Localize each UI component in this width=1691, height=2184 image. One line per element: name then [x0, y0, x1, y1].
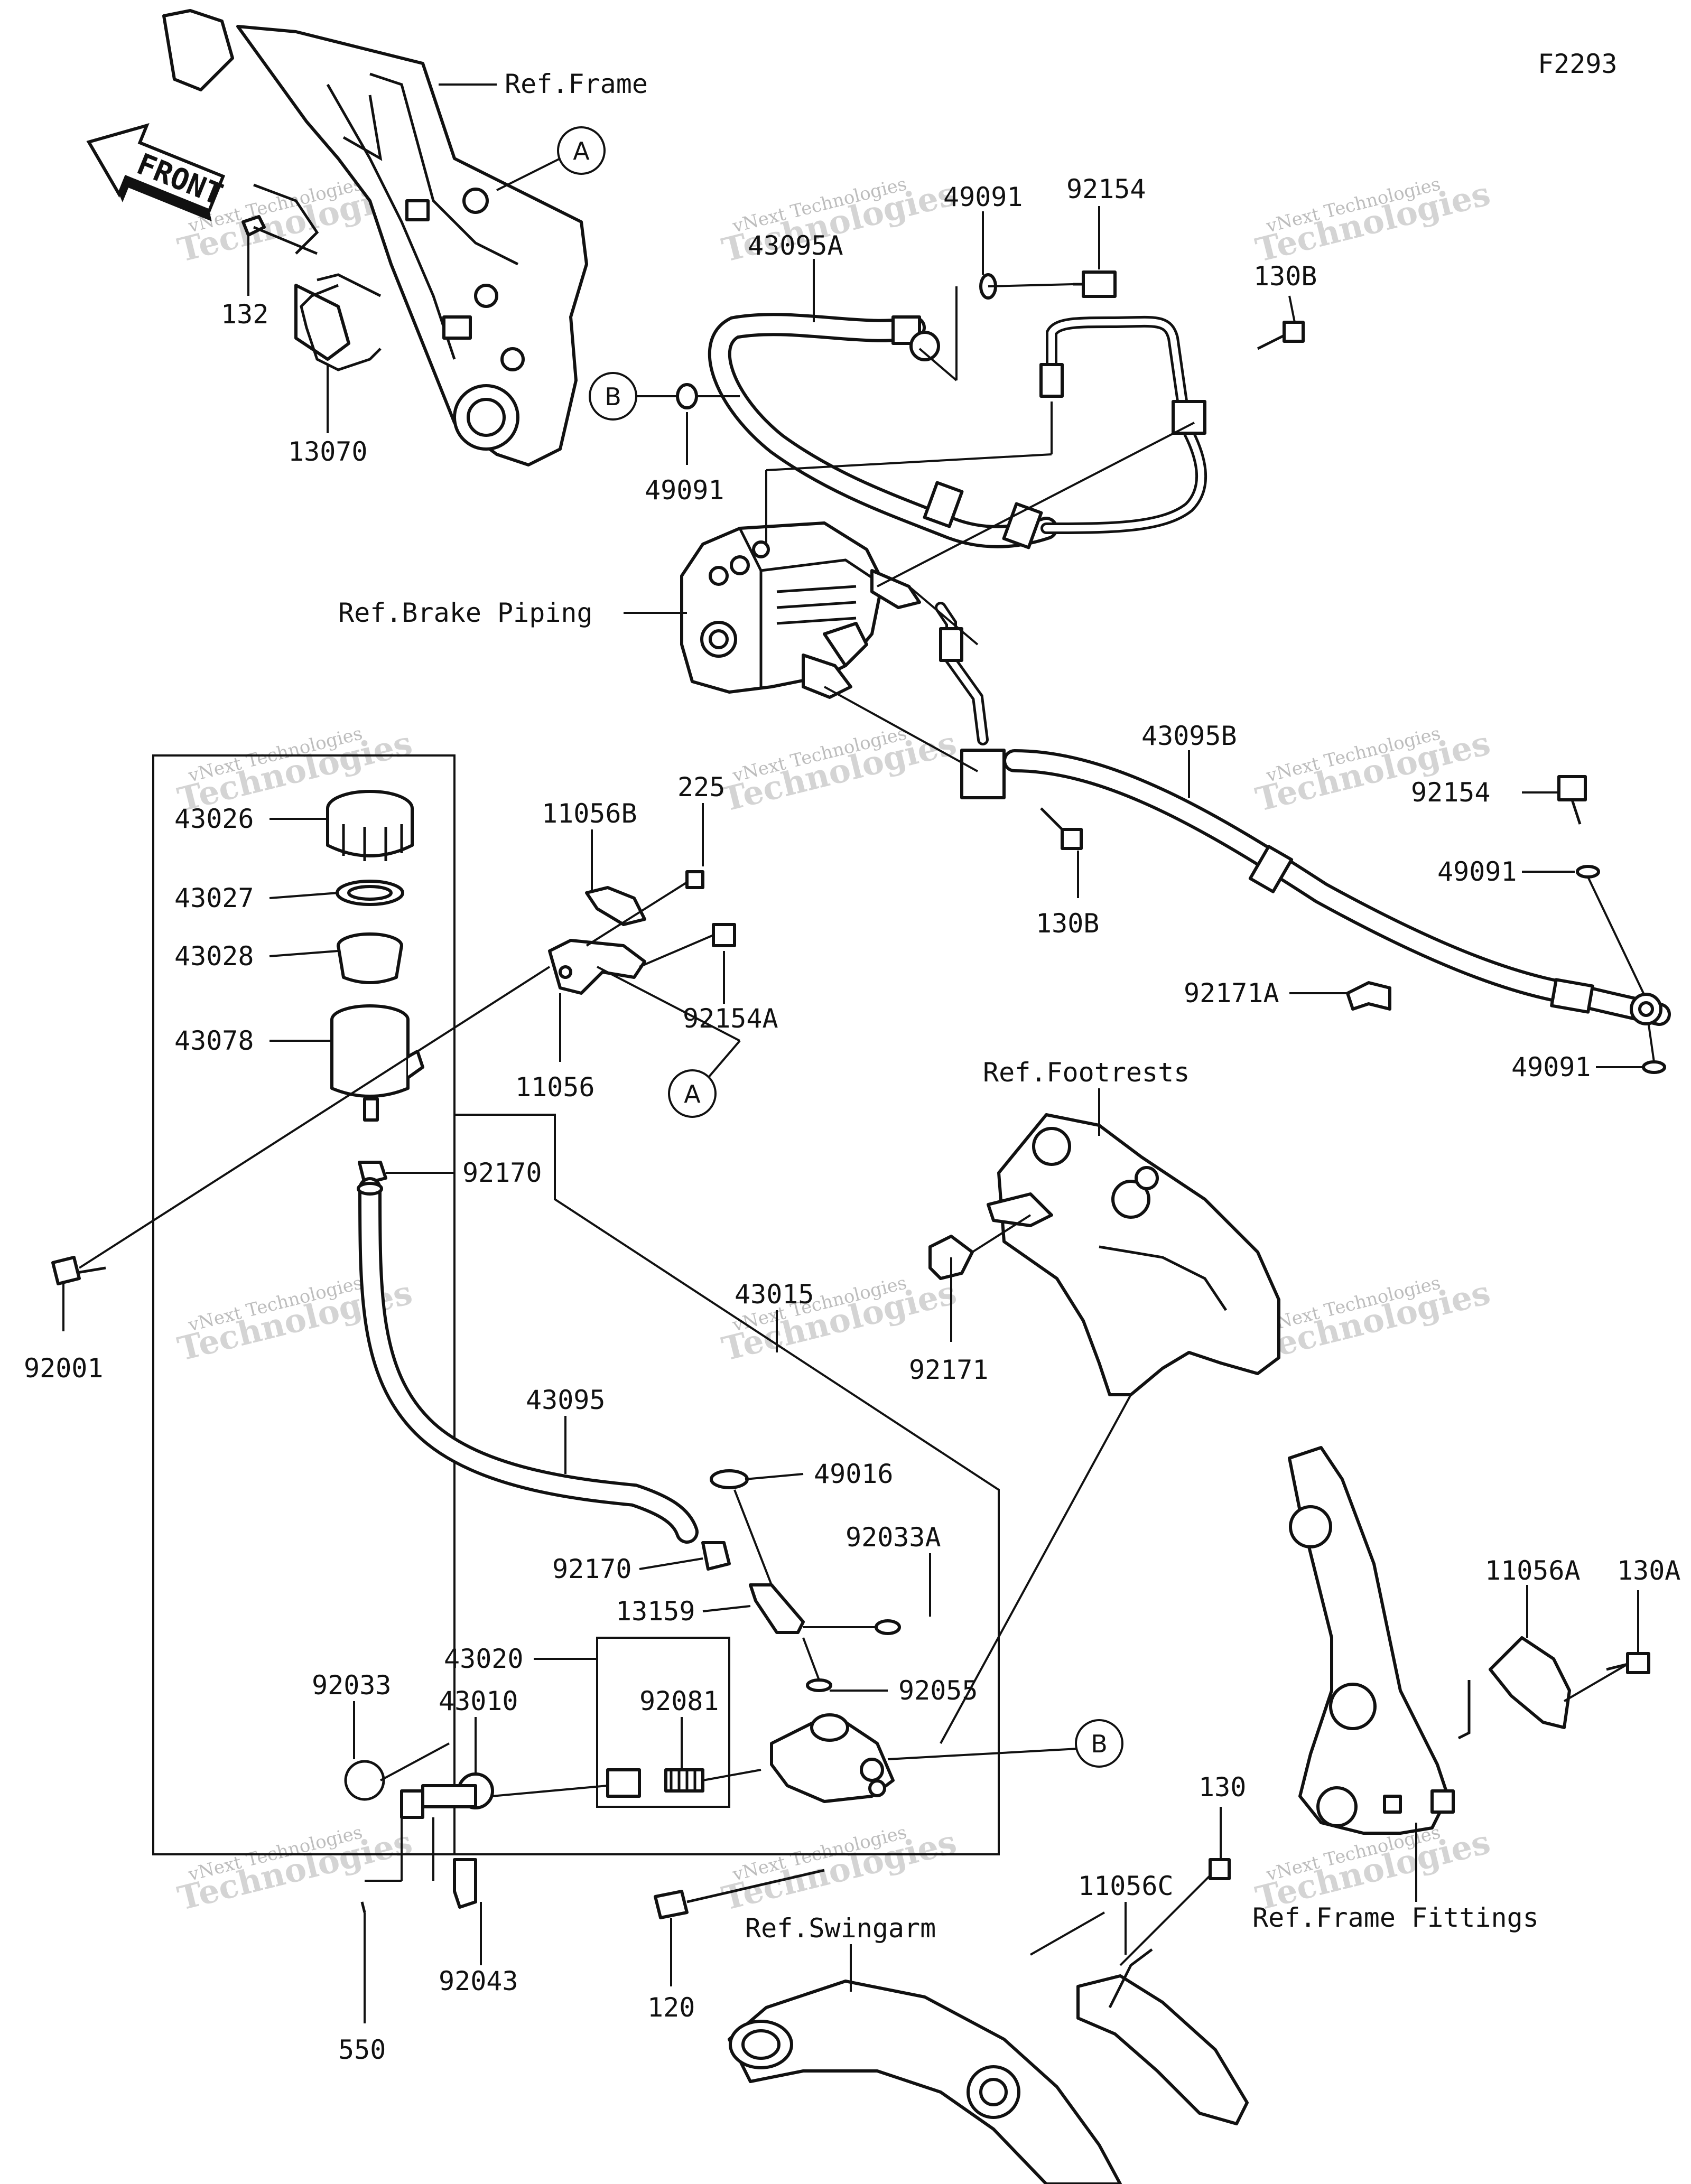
frame-fittings-illustration — [1288, 1446, 1571, 1835]
part-label-92154A: 92154A — [683, 1003, 778, 1034]
part-label-92154: 92154 — [1066, 174, 1146, 204]
part-label-130A: 130A — [1617, 1555, 1680, 1586]
watermark: vNext Technologies Technologies — [174, 1822, 416, 1918]
part-label-43020: 43020 — [444, 1644, 524, 1674]
part-label-132: 132 — [221, 299, 268, 330]
part-label-49091: 49091 — [1437, 856, 1517, 887]
part-label-49091: 49091 — [1511, 1052, 1591, 1082]
svg-text:B: B — [1091, 1730, 1108, 1758]
hose-43095B — [1003, 749, 1671, 1026]
part-label-43095A: 43095A — [748, 230, 843, 261]
part-label-43010: 43010 — [439, 1686, 518, 1716]
bolt-130B-lower — [1040, 807, 1083, 850]
bolt-132 — [241, 215, 318, 255]
figure-code: F2293 — [1538, 49, 1618, 79]
part-label-92171A: 92171A — [1184, 978, 1279, 1009]
part-label-43028: 43028 — [174, 941, 254, 972]
callout-b-lower: B — [1075, 1719, 1123, 1768]
part-label-92170: 92170 — [462, 1158, 542, 1188]
part-label-550: 550 — [338, 2034, 386, 2065]
assembly-box-reservoir — [152, 754, 456, 1855]
leader-lines — [62, 83, 1655, 2023]
part-label-43095B: 43095B — [1141, 721, 1237, 751]
watermark: vNext Technologies Technologies — [718, 1822, 960, 1918]
abs-unit — [680, 521, 921, 699]
callout-a-top: A — [557, 126, 606, 175]
washer-49091-right — [1576, 865, 1666, 1074]
bolt-225 — [685, 870, 704, 889]
part-label-43026: 43026 — [174, 804, 254, 834]
part-label-13070: 13070 — [288, 436, 368, 467]
svg-text:B: B — [605, 382, 621, 411]
clip-92171A — [1346, 981, 1391, 1011]
part-label-43027: 43027 — [174, 883, 254, 913]
part-label-11056: 11056 — [515, 1072, 595, 1103]
callout-a-lower: A — [668, 1069, 717, 1118]
part-label-130: 130 — [1198, 1772, 1246, 1803]
bracket-11056B — [585, 886, 646, 926]
part-label-43095: 43095 — [526, 1385, 606, 1415]
frame-illustration — [162, 9, 588, 466]
part-label-92033A: 92033A — [846, 1522, 941, 1553]
ref-footrests-label: Ref.Footrests — [983, 1057, 1190, 1088]
ref-brake-piping-label: Ref.Brake Piping — [338, 598, 593, 628]
part-label-130B: 130B — [1253, 261, 1317, 292]
screw-92001 — [51, 1256, 106, 1285]
bolt-130 — [1209, 1858, 1231, 1880]
part-label-49091: 49091 — [645, 475, 724, 506]
bolt-92154-right — [1557, 775, 1587, 825]
part-label-92081: 92081 — [639, 1686, 719, 1716]
part-label-92171: 92171 — [909, 1355, 989, 1385]
part-label-49016: 49016 — [814, 1459, 894, 1489]
bolt-130B-upper — [1257, 321, 1305, 350]
part-label-92001: 92001 — [24, 1353, 104, 1384]
svg-text:A: A — [684, 1080, 701, 1108]
part-label-11056C: 11056C — [1078, 1871, 1174, 1901]
part-label-11056A: 11056A — [1485, 1555, 1581, 1586]
part-label-92043: 92043 — [439, 1966, 518, 1996]
part-label-92055: 92055 — [898, 1675, 978, 1706]
ref-frame-label: Ref.Frame — [505, 69, 648, 99]
part-label-92033: 92033 — [312, 1670, 392, 1701]
part-label-92154: 92154 — [1411, 777, 1491, 808]
watermark: vNext Technologies Technologies — [718, 1272, 960, 1368]
part-label-130B: 130B — [1036, 908, 1099, 939]
watermark: vNext Technologies Technologies — [1252, 1272, 1494, 1368]
part-label-225: 225 — [677, 772, 725, 802]
ref-swingarm-label: Ref.Swingarm — [745, 1913, 936, 1944]
part-label-43078: 43078 — [174, 1025, 254, 1056]
part-labels: Ref.Frame 132 13070 43095A 49091 92154 1… — [24, 69, 1680, 2065]
part-label-11056B: 11056B — [542, 798, 637, 829]
ref-frame-fittings-label: Ref.Frame Fittings — [1252, 1902, 1539, 1933]
pipe-upper — [1039, 315, 1207, 534]
bracket-13070 — [300, 273, 382, 371]
part-label-49091: 49091 — [943, 182, 1023, 212]
washer-49091-left — [676, 383, 698, 409]
svg-text:A: A — [573, 137, 590, 165]
assembly-box-43020 — [596, 1637, 730, 1808]
master-cylinder-parts — [344, 1469, 901, 1919]
bolt-92154-upper — [1073, 270, 1117, 298]
swingarm-illustration — [728, 1948, 1249, 2184]
footrest-illustration — [928, 1113, 1280, 1396]
watermark: vNext Technologies Technologies — [718, 723, 960, 819]
part-label-43015: 43015 — [735, 1279, 814, 1310]
part-label-13159: 13159 — [616, 1596, 695, 1627]
watermark: vNext Technologies Technologies — [1252, 173, 1494, 269]
part-label-92170: 92170 — [552, 1554, 632, 1584]
hose-43095A — [708, 313, 1058, 549]
bolt-92154A — [712, 923, 736, 947]
callout-b-left: B — [589, 372, 637, 421]
bolt-130A — [1606, 1652, 1650, 1674]
part-label-120: 120 — [647, 1992, 695, 2023]
